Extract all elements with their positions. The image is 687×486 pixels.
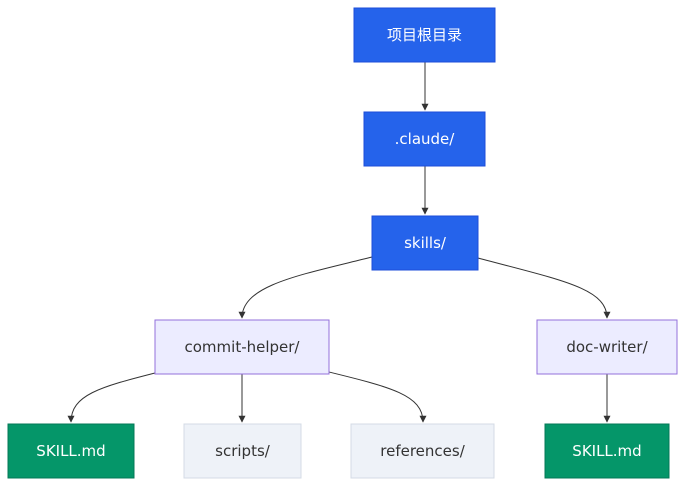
edge-commit-helper-to-references [328,371,427,423]
node-skills-dir[interactable]: skills/ [371,215,479,271]
node-commit-helper-skill-label: SKILL.md [36,442,105,460]
node-commit-helper-dir-label: commit-helper/ [185,338,301,356]
edge-skills-to-doc-writer [477,257,611,319]
node-commit-helper-skill[interactable]: SKILL.md [7,423,135,479]
node-references-dir-label: references/ [380,442,465,460]
node-claude-dir[interactable]: .claude/ [363,111,486,167]
node-skills-dir-label: skills/ [404,234,447,252]
node-claude-dir-label: .claude/ [395,130,456,148]
node-references-dir[interactable]: references/ [350,423,495,479]
node-doc-writer-skill-label: SKILL.md [572,442,641,460]
node-commit-helper-dir[interactable]: commit-helper/ [154,319,330,375]
edges [67,62,611,423]
edge-commit-helper-to-skill [67,372,156,423]
node-doc-writer-dir-label: doc-writer/ [566,338,648,356]
node-scripts-dir-label: scripts/ [215,442,271,460]
node-doc-writer-dir[interactable]: doc-writer/ [536,319,678,375]
edge-skills-to-commit-helper [238,256,373,319]
node-doc-writer-skill[interactable]: SKILL.md [544,423,670,479]
node-project-root[interactable]: 项目根目录 [353,7,496,63]
node-scripts-dir[interactable]: scripts/ [183,423,302,479]
node-project-root-label: 项目根目录 [387,26,462,44]
